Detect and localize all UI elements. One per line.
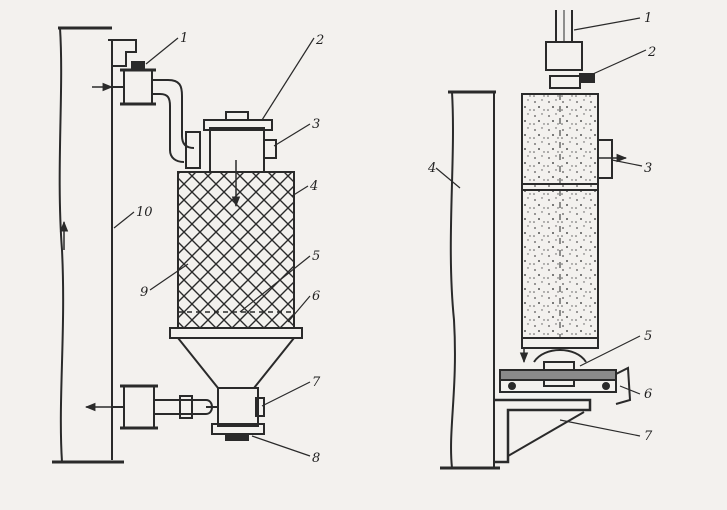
left-label-4: 4 — [309, 179, 318, 194]
side-fitting — [263, 139, 277, 159]
right-label-5: 5 — [644, 329, 652, 344]
right-figure — [435, 10, 647, 470]
main-column — [52, 26, 124, 464]
left-label-9: 9 — [140, 285, 148, 300]
left-label-1: 1 — [180, 31, 188, 46]
bottom-cone — [177, 337, 295, 389]
upper-valve — [112, 61, 156, 106]
right-label-3: 3 — [644, 161, 652, 176]
hatched-bed — [177, 171, 295, 329]
left-label-10: 10 — [136, 205, 153, 220]
support-bracket — [494, 398, 592, 464]
outlet-housing — [217, 387, 259, 427]
left-leaders — [113, 37, 315, 457]
right-label-1: 1 — [644, 11, 652, 26]
inlet-flange — [185, 131, 201, 169]
left-figure — [52, 26, 315, 464]
bottom-flange — [169, 327, 303, 339]
right-label-7: 7 — [644, 429, 653, 444]
right-leaders — [435, 17, 647, 437]
left-label-3: 3 — [312, 117, 320, 132]
left-labels: 1 2 3 4 5 6 7 8 9 10 — [136, 31, 324, 466]
left-label-7: 7 — [312, 375, 321, 390]
right-label-4: 4 — [427, 161, 436, 176]
lower-valve — [112, 384, 218, 430]
left-label-2: 2 — [315, 33, 324, 48]
top-bracket — [108, 39, 137, 67]
feed-pipe — [545, 10, 595, 89]
right-label-2: 2 — [647, 45, 656, 60]
right-column — [440, 90, 500, 470]
right-labels: 1 2 3 4 5 6 7 — [427, 11, 656, 444]
left-label-6: 6 — [312, 289, 320, 304]
lower-assembly — [499, 337, 632, 405]
side-port — [597, 139, 628, 179]
left-label-8: 8 — [312, 451, 320, 466]
left-label-5: 5 — [312, 249, 320, 264]
upper-bent-pipe — [152, 79, 195, 163]
right-label-6: 6 — [644, 387, 652, 402]
